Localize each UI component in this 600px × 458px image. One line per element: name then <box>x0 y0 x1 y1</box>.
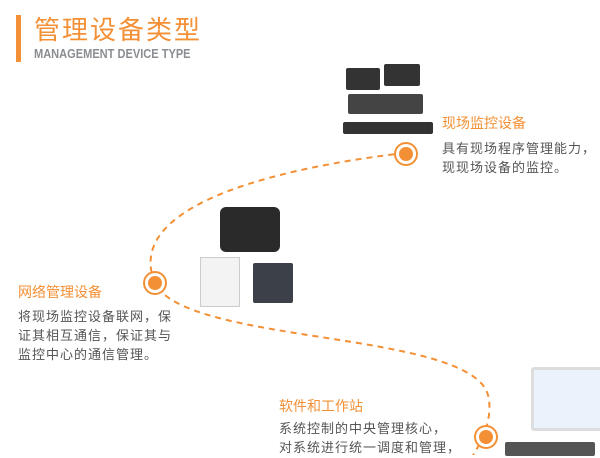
item-title: 现场监控设备 <box>442 116 526 132</box>
item-desc: 具有现场程序管理能力， 现现场设备的监控。 <box>442 142 597 176</box>
item-desc: 将现场监控设备联网，保 证其相互通信，保证其与 监控中心的通信管理。 <box>18 310 173 363</box>
network-devices-image <box>195 205 305 307</box>
workstation-image <box>505 365 600 456</box>
item-desc: 系统控制的中央管理核心， 对系统进行统一调度和管理， <box>279 422 462 456</box>
title-accent-bar <box>16 15 21 62</box>
field-monitor-devices-image <box>338 60 438 140</box>
item-title: 网络管理设备 <box>18 285 102 301</box>
timeline-dot-2 <box>148 276 162 290</box>
item-title: 软件和工作站 <box>279 399 363 415</box>
timeline-dot-1 <box>399 147 413 161</box>
page-title: 管理设备类型 <box>34 16 203 46</box>
timeline-dot-3 <box>479 430 493 444</box>
page-subtitle: MANAGEMENT DEVICE TYPE <box>34 46 191 61</box>
